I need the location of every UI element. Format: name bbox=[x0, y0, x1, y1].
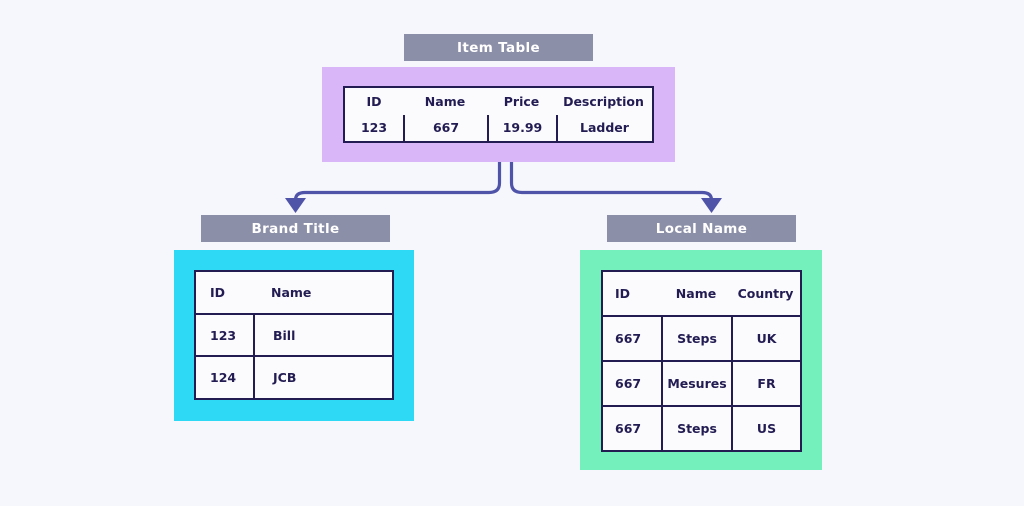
item-header-description: Description bbox=[563, 93, 644, 109]
connector-to-local-name bbox=[509, 160, 714, 203]
brand-header-id: ID bbox=[210, 284, 226, 300]
local-table-header-row: ID Name Country bbox=[603, 272, 800, 317]
local-name-title-bar: Local Name bbox=[607, 215, 796, 242]
local-name-title-label: Local Name bbox=[655, 220, 748, 237]
brand-title-title-bar: Brand Title bbox=[201, 215, 390, 242]
local-table-row: 667 Mesures FR bbox=[603, 362, 800, 407]
local-cell-name: Steps bbox=[661, 407, 731, 450]
local-cell-id: 667 bbox=[615, 331, 642, 346]
brand-table-row: 123 Bill bbox=[196, 314, 392, 358]
local-cell-name: Steps bbox=[661, 317, 731, 360]
item-header-name: Name bbox=[424, 93, 466, 109]
local-cell-id: 667 bbox=[615, 421, 642, 436]
brand-cell-name: JCB bbox=[253, 357, 392, 399]
arrowhead-brand-title bbox=[285, 198, 306, 213]
local-cell-country: FR bbox=[731, 362, 800, 405]
local-cell-country: US bbox=[731, 407, 800, 450]
arrowhead-local-name bbox=[701, 198, 722, 213]
brand-table-row: 124 JCB bbox=[196, 357, 392, 399]
local-header-name: Name bbox=[675, 286, 717, 301]
local-table-row: 667 Steps UK bbox=[603, 317, 800, 362]
connector-to-brand-title bbox=[293, 160, 502, 203]
local-cell-name: Mesures bbox=[661, 362, 731, 405]
item-cell-description: Ladder bbox=[556, 114, 651, 141]
item-cell-id: 123 bbox=[360, 120, 388, 136]
brand-cell-id: 123 bbox=[210, 327, 237, 343]
brand-title-title-label: Brand Title bbox=[251, 220, 340, 237]
item-table-title-label: Item Table bbox=[457, 39, 540, 56]
item-header-price: Price bbox=[503, 93, 540, 109]
item-table: ID Name Price Description 123 667 19.99 … bbox=[343, 86, 654, 143]
local-name-table: ID Name Country 667 Steps UK 667 Mesures… bbox=[601, 270, 802, 452]
item-cell-price: 19.99 bbox=[487, 114, 556, 141]
brand-table-header-row: ID Name bbox=[196, 272, 392, 315]
brand-cell-name: Bill bbox=[253, 314, 392, 356]
brand-cell-id: 124 bbox=[210, 370, 237, 386]
item-table-title-bar: Item Table bbox=[404, 34, 593, 61]
item-cell-name: 667 bbox=[403, 114, 487, 141]
local-cell-country: UK bbox=[731, 317, 800, 360]
local-header-country: Country bbox=[737, 286, 794, 301]
local-header-id: ID bbox=[615, 286, 631, 301]
local-cell-id: 667 bbox=[615, 376, 642, 391]
brand-header-name: Name bbox=[271, 284, 312, 300]
item-header-id: ID bbox=[366, 93, 382, 109]
item-table-header-row: ID Name Price Description bbox=[345, 88, 652, 115]
item-table-row: 123 667 19.99 Ladder bbox=[345, 114, 652, 141]
brand-title-table: ID Name 123 Bill 124 JCB bbox=[194, 270, 394, 400]
local-table-row: 667 Steps US bbox=[603, 407, 800, 450]
